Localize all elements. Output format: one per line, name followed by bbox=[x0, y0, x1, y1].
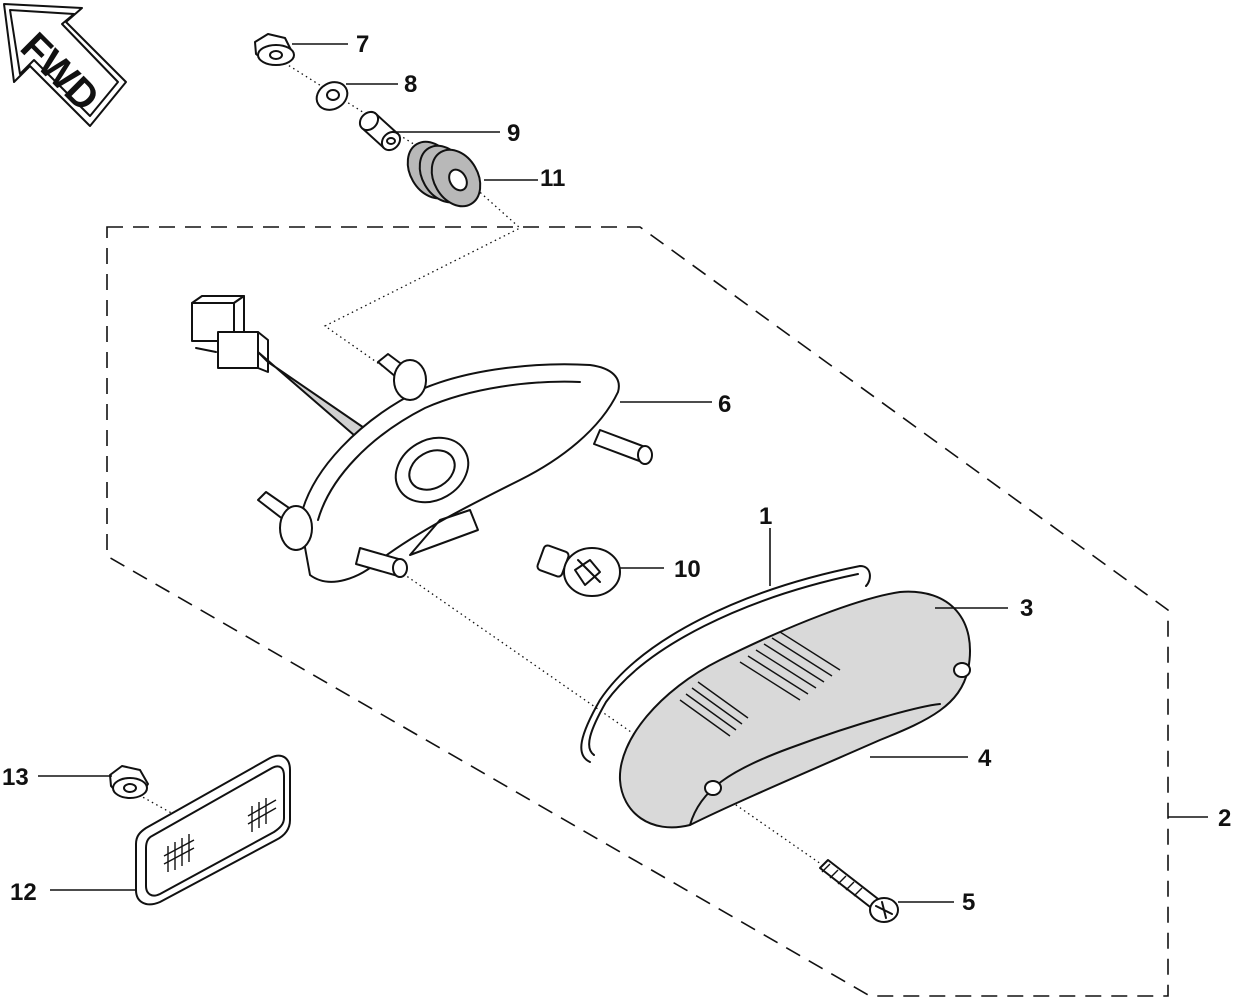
forward-direction-arrow: FWD bbox=[3, 3, 127, 127]
callout-labels: 7 8 9 11 6 1 10 3 4 2 5 13 12 bbox=[2, 31, 1231, 916]
callout-5: 5 bbox=[962, 889, 975, 916]
callout-13: 13 bbox=[2, 764, 29, 791]
callout-11: 11 bbox=[540, 165, 565, 192]
callout-12: 12 bbox=[10, 879, 37, 906]
lens-part bbox=[618, 590, 971, 829]
assembly-boundary bbox=[106, 226, 1169, 997]
seal-cord-part bbox=[580, 565, 871, 763]
callout-2: 2 bbox=[1218, 805, 1231, 832]
callout-8: 8 bbox=[404, 71, 417, 98]
callout-10: 10 bbox=[674, 556, 701, 583]
flange-nut-part bbox=[254, 33, 295, 66]
callout-7: 7 bbox=[356, 31, 369, 58]
lamp-housing-part bbox=[191, 295, 653, 583]
spacer-collar-part bbox=[358, 110, 402, 152]
rubber-grommet-part bbox=[406, 140, 482, 208]
side-reflector-part bbox=[135, 754, 291, 906]
leader-lines bbox=[38, 43, 1208, 903]
callout-9: 9 bbox=[507, 120, 520, 147]
callout-6: 6 bbox=[718, 391, 731, 418]
callout-4: 4 bbox=[978, 745, 992, 772]
washer-part bbox=[315, 81, 349, 111]
callout-1: 1 bbox=[759, 503, 772, 530]
reflector-nut-part bbox=[109, 765, 149, 799]
screw-part bbox=[819, 859, 899, 923]
bulb-part bbox=[536, 544, 621, 597]
callout-3: 3 bbox=[1020, 595, 1033, 622]
